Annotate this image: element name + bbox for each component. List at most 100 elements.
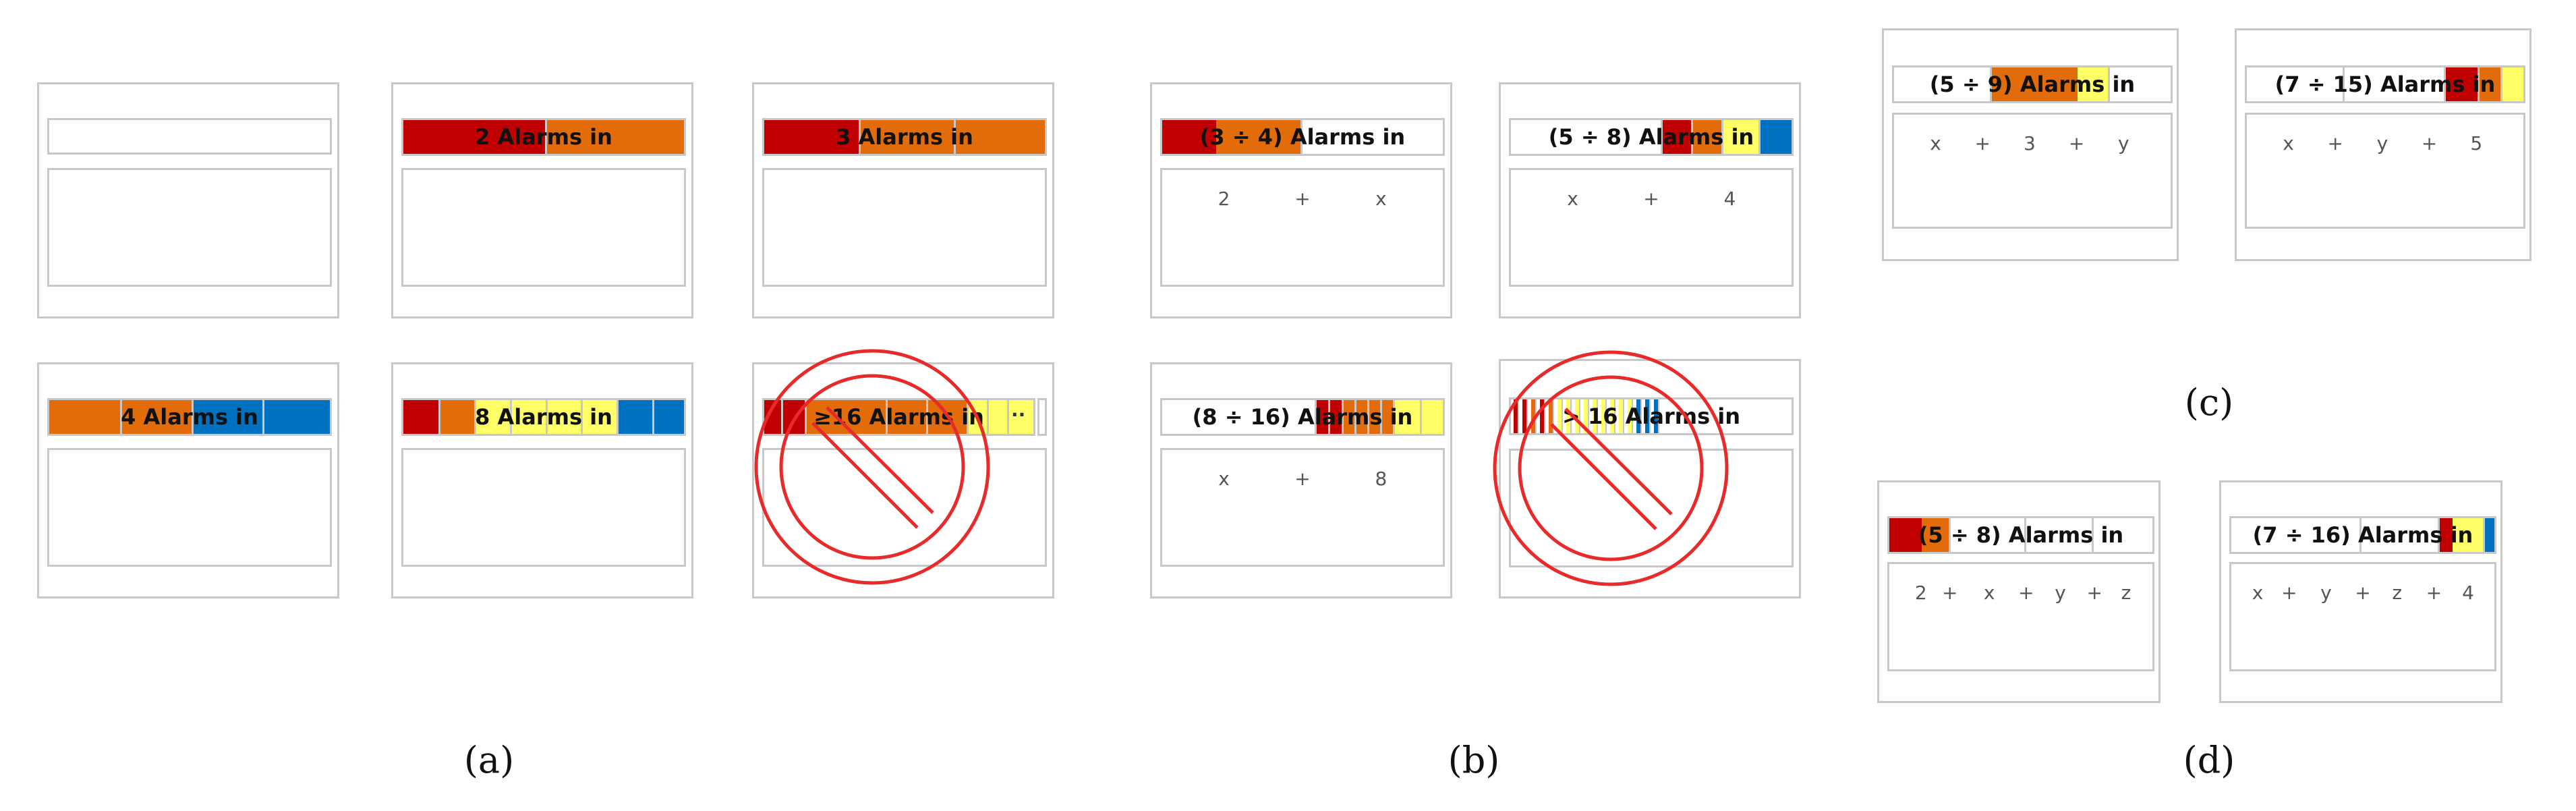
formula: x + y + 5 bbox=[2247, 132, 2523, 159]
alarm-segment-yellow bbox=[2453, 518, 2483, 552]
formula-term: y bbox=[2376, 132, 2388, 155]
panel-a4: 4 Alarms in bbox=[37, 362, 339, 598]
formula-term: z bbox=[2392, 582, 2403, 604]
alarm-stripe bbox=[1645, 399, 1651, 433]
formula-term: + bbox=[1974, 132, 1991, 155]
formula-term: + bbox=[1941, 582, 1958, 604]
panel-d1: (5 ÷ 8) Alarms in 2 + x + y + z bbox=[1877, 480, 2160, 703]
alarm-bar: 8 Alarms in bbox=[401, 398, 686, 436]
alarm-bar: (5 ÷ 9) Alarms in bbox=[1892, 65, 2173, 103]
formula-term: + bbox=[2086, 582, 2102, 604]
alarm-segment-orange bbox=[859, 120, 1045, 154]
alarm-stripes bbox=[1511, 399, 1659, 433]
formula-term: 2 bbox=[1218, 188, 1230, 210]
alarm-stripe bbox=[1601, 399, 1607, 433]
formula-term: x bbox=[1375, 188, 1387, 210]
alarm-stripe bbox=[1549, 399, 1554, 433]
alarm-bar: 4 Alarms in bbox=[47, 398, 332, 436]
caption-b: (b) bbox=[1448, 739, 1500, 781]
alarm-stripe bbox=[1557, 399, 1563, 433]
formula-term: x bbox=[1567, 188, 1578, 210]
alarm-bar: (8 ÷ 16) Alarms in bbox=[1160, 398, 1445, 436]
content-area: x + y + 5 bbox=[2245, 113, 2525, 229]
alarm-label: (5 ÷ 9) Alarms in bbox=[1929, 72, 2136, 97]
formula-term: + bbox=[2426, 582, 2442, 604]
content-area bbox=[762, 448, 1047, 567]
alarm-label: (3 ÷ 4) Alarms in bbox=[1199, 124, 1406, 150]
content-area bbox=[1509, 449, 1794, 567]
alarm-label: 4 Alarms in bbox=[121, 404, 258, 430]
formula-term: x bbox=[2283, 132, 2294, 155]
formula-term: 4 bbox=[2462, 582, 2474, 604]
formula-term: 3 bbox=[2023, 132, 2036, 155]
alarm-stripe bbox=[1584, 399, 1589, 433]
formula-term: y bbox=[2320, 582, 2332, 604]
formula-term: 2 bbox=[1914, 582, 1927, 604]
alarm-segment-blue bbox=[1758, 120, 1792, 154]
caption-d: (d) bbox=[2183, 739, 2235, 781]
alarm-segment-red bbox=[1162, 120, 1216, 154]
alarm-bar bbox=[47, 118, 332, 155]
formula: x + y + z + 4 bbox=[2231, 582, 2494, 609]
alarm-segment-orange bbox=[1922, 518, 1949, 552]
alarm-bar: (5 ÷ 8) Alarms in bbox=[1887, 516, 2154, 554]
alarm-stripe bbox=[1636, 399, 1642, 433]
content-area: x + 4 bbox=[1509, 168, 1794, 287]
alarm-label: (5 ÷ 8) Alarms in bbox=[1548, 124, 1754, 150]
content-area: 2 + x + y + z bbox=[1887, 562, 2154, 671]
alarm-stripe bbox=[1619, 399, 1624, 433]
formula-term: x bbox=[1218, 468, 1230, 490]
alarm-segment-red bbox=[403, 400, 438, 434]
formula-term: + bbox=[2355, 582, 2371, 604]
panel-a2: 2 Alarms in bbox=[391, 82, 693, 318]
alarm-segment-red bbox=[403, 120, 545, 154]
panel-b4: > 16 Alarms in bbox=[1499, 359, 1801, 598]
panel-a3: 3 Alarms in bbox=[752, 82, 1054, 318]
alarm-segment-blue bbox=[617, 400, 684, 434]
alarm-segment-yellow bbox=[1393, 400, 1443, 434]
alarm-segment-yellow bbox=[1721, 120, 1758, 154]
alarm-bar: (7 ÷ 15) Alarms in bbox=[2245, 65, 2525, 103]
alarm-bar: 3 Alarms in bbox=[762, 118, 1047, 156]
alarm-segment-orange bbox=[1691, 120, 1721, 154]
alarm-segment-orange bbox=[2478, 67, 2500, 101]
alarm-bar: (7 ÷ 16) Alarms in bbox=[2229, 516, 2496, 554]
formula-term: y bbox=[2055, 582, 2066, 604]
alarm-stripe bbox=[1575, 399, 1580, 433]
formula: 2 + x bbox=[1162, 188, 1443, 215]
panel-b1: (3 ÷ 4) Alarms in 2 + x bbox=[1150, 82, 1452, 318]
alarm-label: (7 ÷ 16) Alarms in bbox=[2252, 522, 2473, 548]
alarm-stripe bbox=[1514, 399, 1519, 433]
alarm-segment-red bbox=[1889, 518, 1922, 552]
panel-b2: (5 ÷ 8) Alarms in x + 4 bbox=[1499, 82, 1801, 318]
content-area: x + 3 + y bbox=[1892, 113, 2173, 229]
content-area bbox=[762, 168, 1047, 287]
alarm-segment-blue bbox=[2483, 518, 2494, 552]
alarm-segment-yellow bbox=[2078, 67, 2108, 101]
alarm-label: (8 ÷ 16) Alarms in bbox=[1192, 404, 1413, 430]
alarm-segment-red bbox=[2438, 518, 2453, 552]
alarm-bar-overflow bbox=[1037, 398, 1047, 436]
alarm-bar: (5 ÷ 8) Alarms in bbox=[1509, 118, 1794, 156]
alarm-stripe bbox=[1610, 399, 1615, 433]
caption-a: (a) bbox=[463, 739, 515, 781]
alarm-label: (5 ÷ 8) Alarms in bbox=[1918, 522, 2124, 548]
panel-a6: ≥16 Alarms in ·· bbox=[752, 362, 1054, 598]
formula: 2 + x + y + z bbox=[1889, 582, 2152, 609]
formula-term: + bbox=[1294, 468, 1311, 490]
formula-term: 5 bbox=[2470, 132, 2483, 155]
formula-term: + bbox=[1294, 188, 1311, 210]
formula-term: x bbox=[1983, 582, 1995, 604]
alarm-label: ≥16 Alarms in bbox=[813, 404, 984, 430]
formula-term: x bbox=[2252, 582, 2264, 604]
more-indicator: ·· bbox=[1011, 403, 1026, 426]
formula: x + 3 + y bbox=[1894, 132, 2171, 159]
alarm-stripe bbox=[1654, 399, 1659, 433]
content-area: x + 8 bbox=[1160, 448, 1445, 567]
panel-c2: (7 ÷ 15) Alarms in x + y + 5 bbox=[2235, 28, 2531, 261]
alarm-segment-red bbox=[1661, 120, 1691, 154]
alarm-segment-yellow bbox=[2500, 67, 2523, 101]
formula-term: + bbox=[2327, 132, 2343, 155]
panel-a1 bbox=[37, 82, 339, 318]
panel-b3: (8 ÷ 16) Alarms in x + 8 bbox=[1150, 362, 1452, 598]
